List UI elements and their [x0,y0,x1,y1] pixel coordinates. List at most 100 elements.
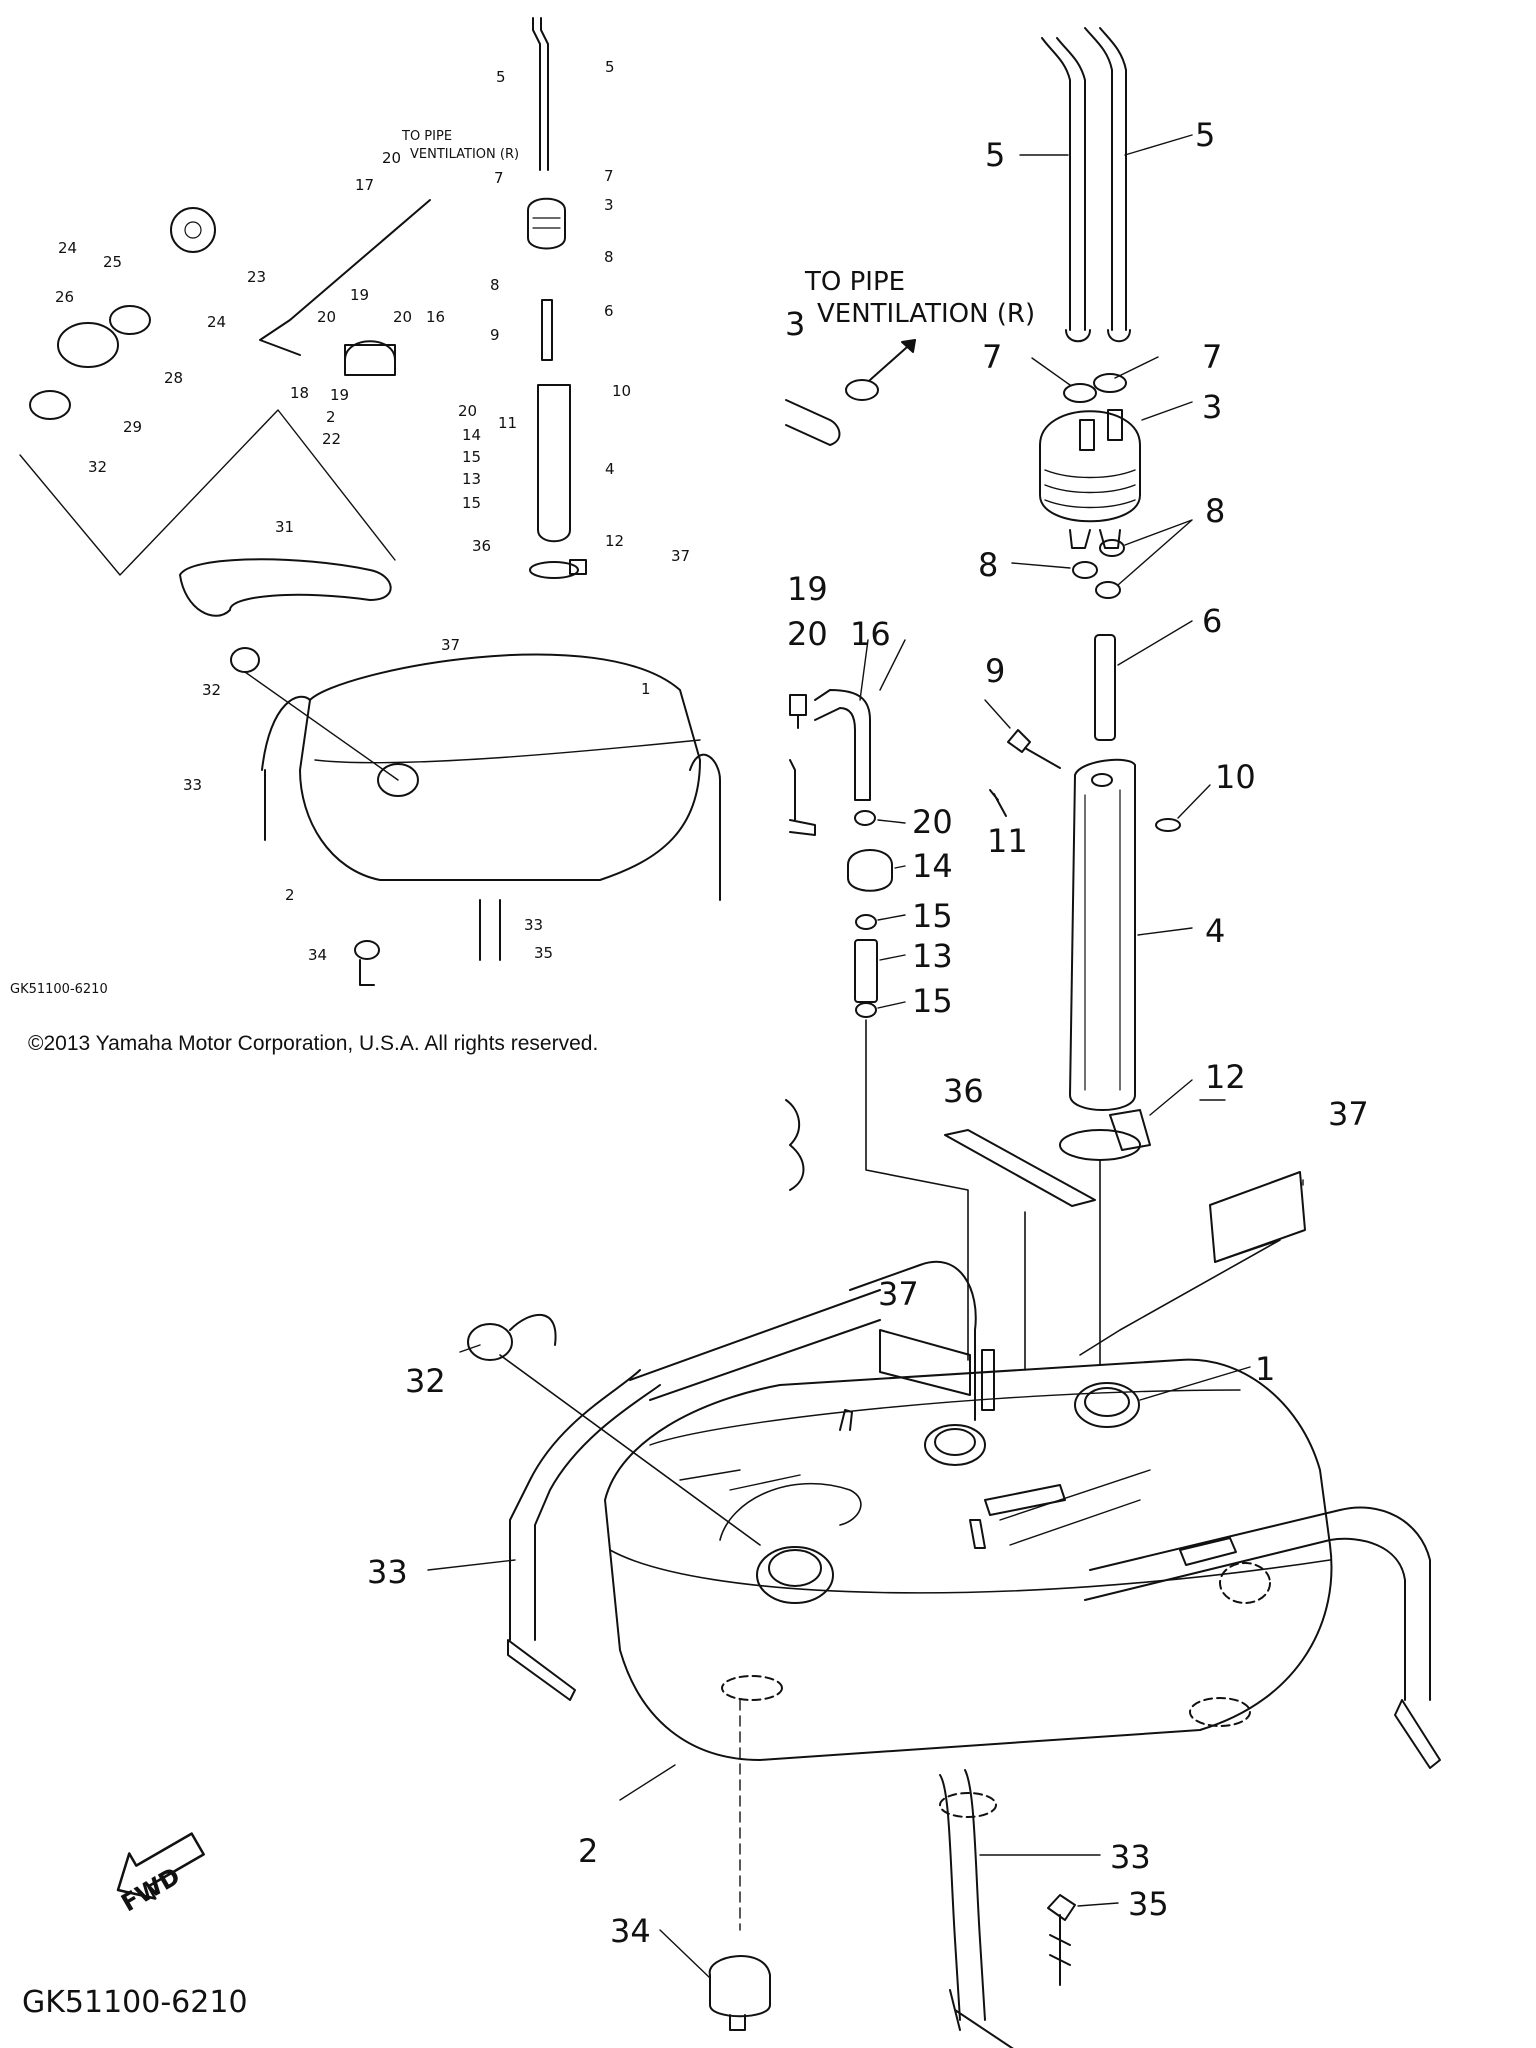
small-callout-23c: 20 [393,308,412,326]
plate-37-right [1209,1171,1306,1263]
small-callout-8b: 8 [490,276,500,294]
small-callout-2a: 2 [326,408,336,426]
callout-3-left: 3 [785,305,805,343]
clamp-15-bottom [855,1002,877,1018]
small-separator-3 [527,197,566,250]
clamp-15-top [855,914,877,930]
callout-33-left: 33 [367,1553,408,1591]
callout-8-right: 8 [1205,492,1225,530]
hose-17 [814,689,871,771]
note-line2: VENTILATION (R) [817,299,1035,329]
pin-11 [989,789,1007,817]
washer-10 [1155,818,1181,832]
small-diagram-code: GK51100-6210 [10,982,108,997]
small-note-line2: VENTILATION (R) [410,147,519,162]
small-callout-37a: 37 [671,547,690,565]
bolt-35 [1047,1894,1076,1986]
small-callout-32: 32 [88,458,107,476]
small-callout-22: 19 [350,286,369,304]
callout-23: 20 [912,803,953,841]
main-labels: TO PIPE VENTILATION (R) 5 5 3 7 7 3 8 8 … [22,116,1369,2020]
strap-33-right [1084,1506,1441,1769]
clamp-8-c [1095,581,1121,599]
small-assy-19 [344,344,396,376]
callout-8-left: 8 [978,546,998,584]
small-callout-23b: 20 [317,308,336,326]
small-clamp-32 [29,390,71,420]
small-callout-33a: 33 [183,776,202,794]
small-callout-2b: 2 [285,886,295,904]
small-callout-7a: 7 [494,169,504,187]
small-callout-19: 19 [330,386,349,404]
breather-pipe-5-left [1041,37,1086,331]
bolt-9 [1007,729,1061,769]
tube-6 [1094,634,1116,741]
small-callout-7b: 7 [604,167,614,185]
small-callout-1: 1 [641,680,651,698]
diagram-code: GK51100-6210 [22,1985,248,2020]
callout-4: 4 [1205,912,1225,950]
callout-17: 16 [850,615,891,653]
callout-10: 10 [1215,758,1256,796]
callout-3: 3 [1202,388,1222,426]
small-callout-13: 13 [462,470,481,488]
clamp-23 [854,810,876,826]
callout-11: 11 [987,822,1028,860]
damper-34 [708,1955,771,2031]
callout-36: 36 [943,1072,984,1110]
small-callout-29: 29 [123,418,142,436]
main-diagram [116,27,1441,2048]
small-callout-15b: 15 [462,494,481,512]
small-callout-15a: 15 [462,448,481,466]
small-callout-5b: 5 [605,58,615,76]
strap-33-left [507,1260,977,1701]
small-callout-33b: 33 [524,916,543,934]
small-callout-27: 25 [103,253,122,271]
plate-37-mid [879,1329,971,1396]
small-callout-16: 17 [355,176,374,194]
overview-labels: 5 5 TO PIPE VENTILATION (R) 20 17 7 7 3 … [10,58,690,997]
callout-23-top: 20 [787,615,828,653]
callout-22-cropped: 19 [787,570,828,608]
clamp-8-b [1099,539,1125,557]
small-callout-32b: 32 [202,681,221,699]
small-callout-34: 34 [308,946,327,964]
small-callout-30: 28 [164,369,183,387]
small-callout-35: 35 [534,944,553,962]
small-gasket-29 [57,322,119,368]
callout-15-top: 15 [912,897,953,935]
callout-7-right: 7 [1202,338,1222,376]
small-callout-14: 14 [462,426,481,444]
strap-33-bottom [939,1769,1014,2048]
small-hose-16 [259,199,431,356]
small-tube-6 [541,299,553,361]
callout-1: 1 [1255,1350,1275,1388]
small-callout-23d: 20 [458,402,477,420]
small-callout-18: 18 [290,384,309,402]
callout-5-right: 5 [1195,116,1215,154]
small-callout-6: 6 [604,302,614,320]
small-pipe-4 [537,384,571,543]
copyright-text: ©2013 Yamaha Motor Corporation, U.S.A. A… [28,1032,598,1055]
callout-6: 6 [1202,602,1222,640]
damper-14 [847,849,893,892]
small-callout-26: 24 [58,239,77,257]
fwd-arrow [116,1832,205,1900]
callout-37-mid: 37 [878,1275,919,1313]
callout-33-bottom: 33 [1110,1838,1151,1876]
callout-9: 9 [985,652,1005,690]
small-callout-8a: 8 [604,248,614,266]
small-callout-11: 11 [498,414,517,432]
small-note-line1: TO PIPE [401,129,452,144]
clamp-8-a [1072,561,1098,579]
small-callout-4: 4 [605,460,615,478]
callout-7-left: 7 [982,338,1002,376]
small-pipe-5b [540,17,549,171]
pipe-4 [1069,758,1136,1111]
small-callout-36: 36 [472,537,491,555]
small-callout-31: 31 [275,518,294,536]
small-callout-9: 9 [490,326,500,344]
callout-32: 32 [405,1362,446,1400]
note-line1: TO PIPE [804,267,905,297]
